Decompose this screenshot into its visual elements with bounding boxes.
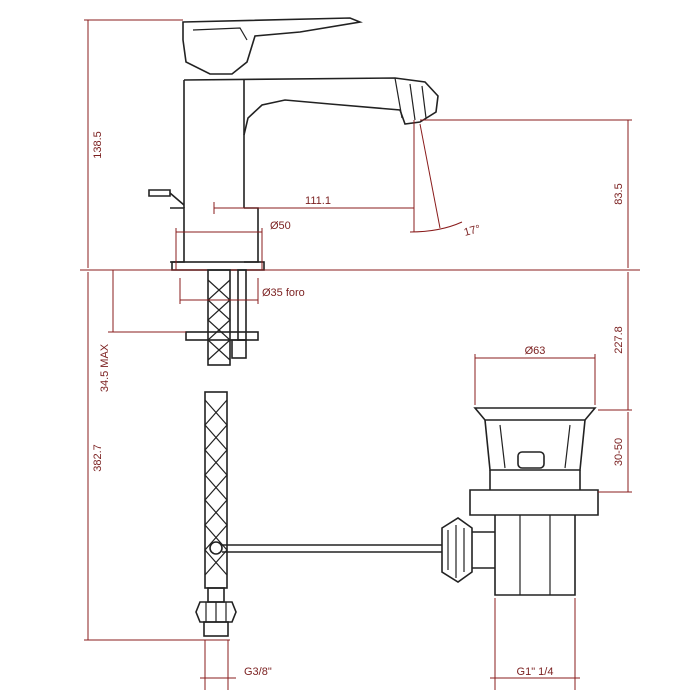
label-g3-8: G3/8" xyxy=(244,666,272,678)
dimension-lines xyxy=(84,19,632,690)
label-138-5: 138.5 xyxy=(92,131,104,159)
label-angle: 17° xyxy=(463,223,482,239)
label-g1-1-4: G1" 1/4 xyxy=(517,666,554,678)
drain-assembly xyxy=(441,407,599,596)
label-o35-foro: Ø35 foro xyxy=(262,287,305,299)
flexible-hose xyxy=(195,391,237,637)
label-30-50: 30-50 xyxy=(613,438,625,466)
mounting-rod xyxy=(185,269,259,366)
label-34-5-max: 34.5 MAX xyxy=(99,343,111,392)
label-227-8: 227.8 xyxy=(613,326,625,354)
label-o50: Ø50 xyxy=(270,220,291,232)
label-382-7: 382.7 xyxy=(92,444,104,472)
label-83-5: 83.5 xyxy=(613,183,625,204)
label-o63: Ø63 xyxy=(525,345,546,357)
label-111-1: 111.1 xyxy=(305,195,331,207)
